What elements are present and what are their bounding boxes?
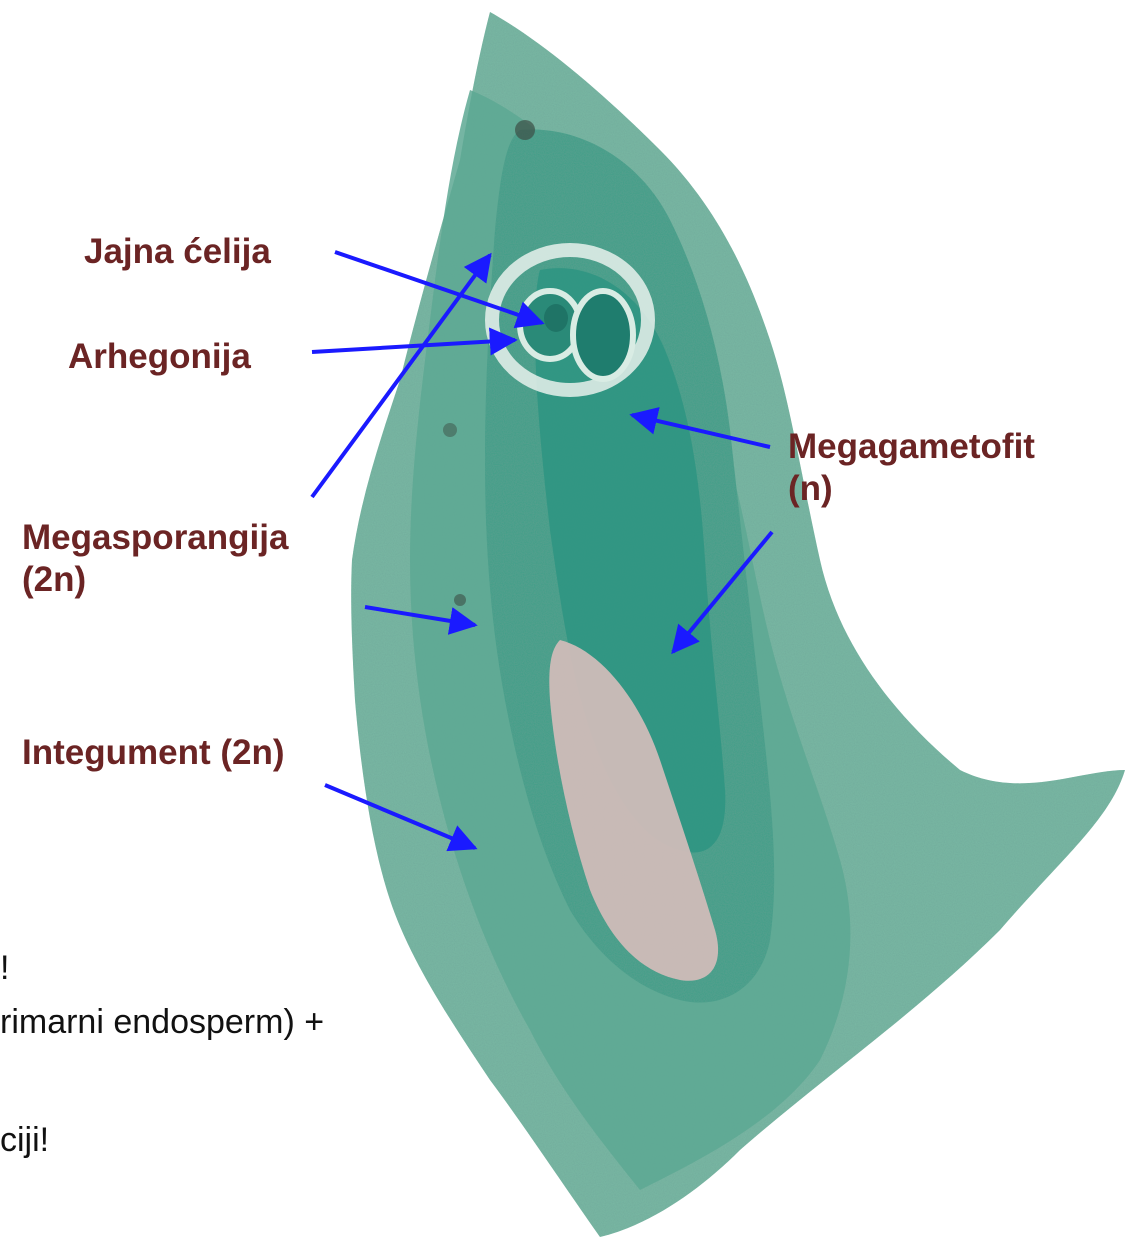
text-fragment-1: ! bbox=[0, 948, 9, 988]
dark-speck bbox=[443, 423, 457, 437]
label-jajna-celija: Jajna ćelija bbox=[84, 231, 271, 273]
dark-speck bbox=[454, 594, 466, 606]
egg-cell bbox=[544, 304, 568, 332]
label-integument: Integument (2n) bbox=[22, 732, 284, 774]
label-megagametofit: Megagametofit (n) bbox=[788, 426, 1035, 510]
archegonium-right bbox=[573, 291, 633, 379]
dark-speck bbox=[515, 120, 535, 140]
text-fragment-2: rimarni endosperm) + bbox=[0, 1002, 324, 1042]
label-arhegonija: Arhegonija bbox=[68, 336, 251, 378]
label-megasporangija: Megasporangija (2n) bbox=[22, 517, 288, 601]
text-fragment-3: ciji! bbox=[0, 1120, 49, 1160]
